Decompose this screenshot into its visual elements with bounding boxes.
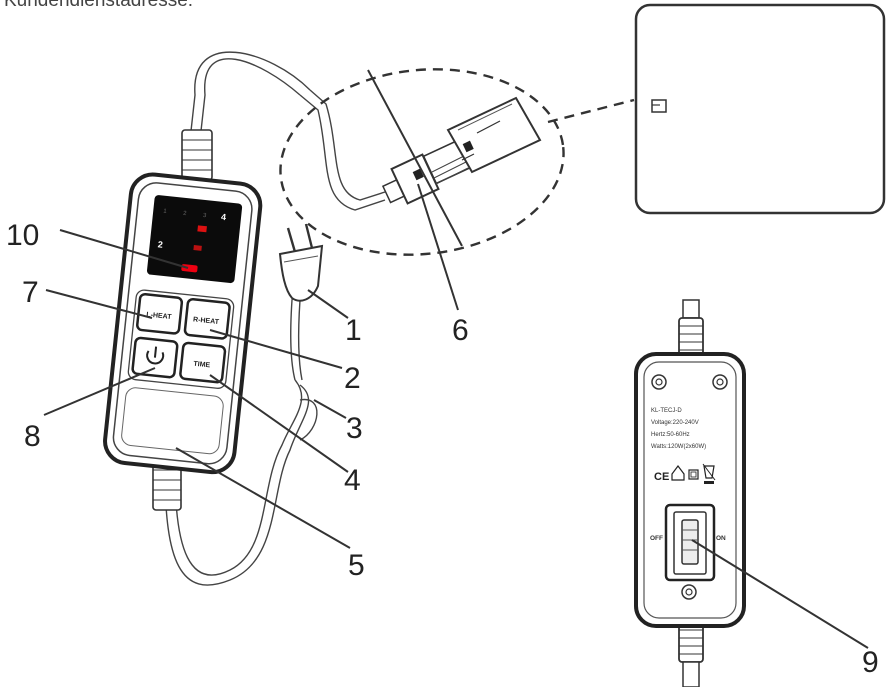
strain-relief-top bbox=[181, 129, 213, 181]
callout-10: 10 bbox=[6, 219, 39, 252]
controller-back-view: KL-TECJ-D Voltage:220-240V Hertz:50-60Hz… bbox=[634, 299, 746, 687]
controller-back-area bbox=[121, 387, 224, 455]
svg-text:1: 1 bbox=[163, 209, 168, 215]
power-cable bbox=[164, 51, 386, 586]
time-label: TIME bbox=[193, 361, 211, 370]
callout-1: 1 bbox=[345, 314, 362, 347]
switch-on-label: ON bbox=[716, 535, 726, 542]
mains-plug bbox=[278, 223, 324, 302]
l-heat-label: L-HEAT bbox=[146, 311, 172, 321]
callout-6: 6 bbox=[452, 314, 469, 347]
svg-text:4: 4 bbox=[220, 212, 226, 222]
svg-text:2: 2 bbox=[157, 239, 163, 249]
svg-text:3: 3 bbox=[203, 213, 208, 219]
certification-icons: CE bbox=[654, 463, 716, 484]
voltage-text: Voltage:220-240V bbox=[651, 420, 699, 426]
top-caption: Kundendienstadresse: bbox=[4, 0, 194, 11]
r-heat-label: R-HEAT bbox=[193, 316, 220, 326]
callout-3: 3 bbox=[346, 412, 363, 445]
callout-4: 4 bbox=[344, 464, 361, 497]
svg-text:CE: CE bbox=[654, 471, 669, 483]
callout-7: 7 bbox=[22, 276, 39, 309]
connector-detail bbox=[279, 68, 635, 256]
heating-panel bbox=[634, 3, 886, 215]
screw-icon bbox=[651, 374, 728, 600]
heat-indicator-led bbox=[181, 264, 198, 273]
panel-socket bbox=[651, 99, 667, 113]
power-icon bbox=[146, 346, 165, 365]
watts-text: Watts:120W(2x60W) bbox=[651, 444, 706, 450]
model-text: KL-TECJ-D bbox=[651, 408, 682, 414]
controller-display bbox=[146, 195, 243, 284]
l-heat-button[interactable] bbox=[136, 292, 184, 335]
strain-relief-bottom bbox=[152, 459, 182, 511]
callout-2: 2 bbox=[344, 362, 361, 395]
time-button[interactable] bbox=[179, 341, 227, 384]
callout-9: 9 bbox=[862, 646, 879, 679]
controller: 1 2 3 4 2 L-HEAT R-HEAT TIME bbox=[103, 172, 263, 475]
callout-8: 8 bbox=[24, 420, 41, 453]
leader-lines bbox=[43, 183, 869, 649]
svg-text:2: 2 bbox=[183, 211, 188, 217]
on-off-switch[interactable] bbox=[664, 503, 716, 582]
hertz-text: Hertz:50-60Hz bbox=[651, 432, 690, 438]
callout-5: 5 bbox=[348, 549, 365, 582]
r-heat-button[interactable] bbox=[183, 297, 231, 340]
switch-off-label: OFF bbox=[650, 535, 663, 542]
